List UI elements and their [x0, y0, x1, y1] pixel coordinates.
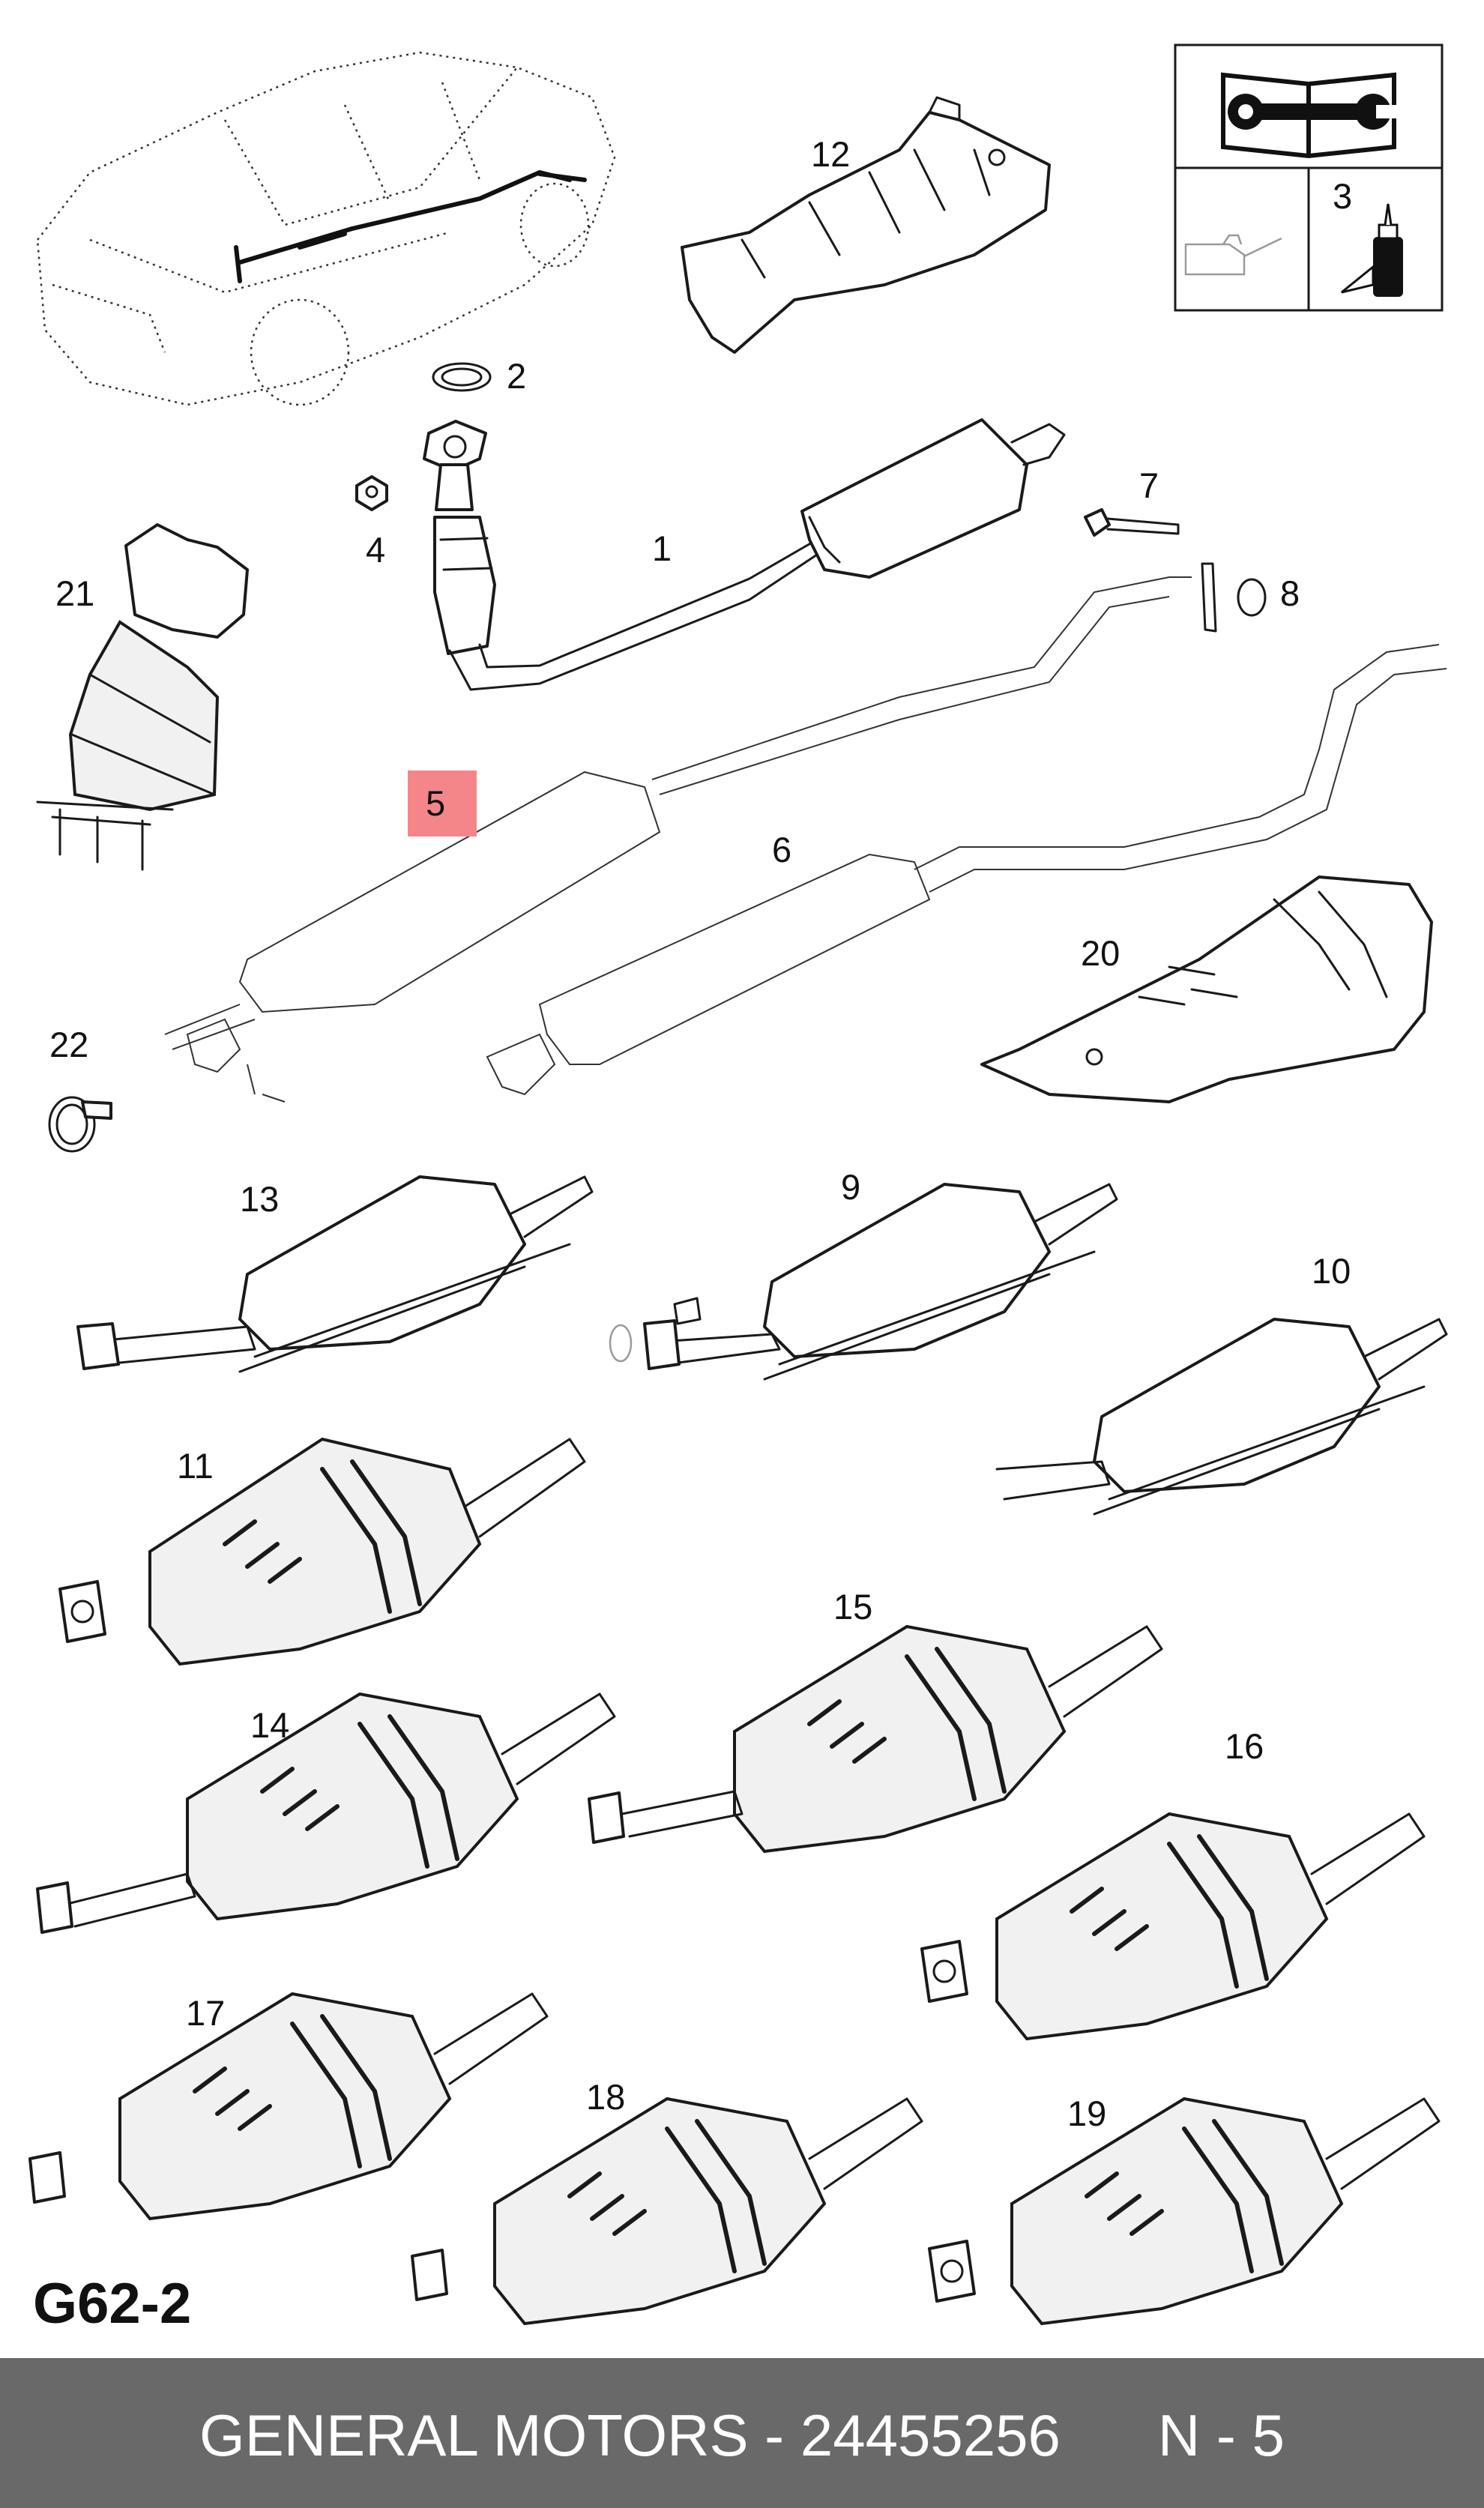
footer-page-label: N - 5 [1157, 2402, 1285, 2468]
sealant-tube-icon [1341, 203, 1403, 297]
callout-12: 12 [811, 134, 850, 174]
callout-10: 10 [1312, 1251, 1351, 1291]
rear-silencer-part-9 [609, 1183, 1118, 1381]
footer-part-number: 24455256 [800, 2402, 1061, 2468]
rear-silencer-part-14 [36, 1692, 616, 1934]
callout-6: 6 [772, 830, 791, 869]
callout-8: 8 [1280, 573, 1300, 613]
footer-gap [1061, 2402, 1158, 2468]
callout-21: 21 [55, 573, 94, 613]
flange-part-7-8 [1201, 562, 1267, 633]
callout-11: 11 [177, 1446, 214, 1486]
front-pipe-part-1 [423, 418, 1066, 691]
oil-can-icon [1184, 234, 1282, 276]
centre-silencer-part-5 [164, 576, 1192, 1103]
callout-14: 14 [250, 1705, 289, 1745]
nut-part-4 [355, 475, 388, 511]
bolt-part-7 [1084, 508, 1180, 537]
centre-silencer-part-6 [486, 644, 1447, 1096]
callout-22: 22 [49, 1025, 88, 1064]
callout-5: 5 [426, 783, 445, 823]
ring-part-8 [1237, 578, 1267, 617]
footer-brand: GENERAL MOTORS [199, 2402, 749, 2468]
footer-separator: - [748, 2402, 800, 2468]
footer-bar: GENERAL MOTORS - 24455256 N - 5 [0, 2358, 1484, 2508]
callout-20: 20 [1081, 933, 1120, 973]
rear-silencer-part-19 [928, 2096, 1441, 2326]
sheet-id-label: G62-2 [33, 2272, 192, 2336]
repair-manual-wrench-icon [1221, 72, 1399, 159]
manifold-catalyst-part-21 [36, 523, 249, 871]
callout-1: 1 [652, 528, 672, 568]
rear-silencer-part-17 [28, 1992, 549, 2221]
callout-9: 9 [841, 1167, 860, 1207]
heat-shield-part-12 [681, 96, 1051, 354]
rear-silencer-part-18 [411, 2096, 923, 2326]
callout-2: 2 [507, 356, 526, 396]
rear-silencer-part-11 [58, 1437, 586, 1666]
callout-4: 4 [366, 530, 385, 570]
rear-silencer-part-16 [920, 1812, 1426, 2041]
heat-shield-part-20 [980, 875, 1433, 1103]
rear-silencer-part-10 [995, 1318, 1448, 1516]
rear-silencer-part-13 [76, 1175, 594, 1373]
callout-15: 15 [833, 1587, 872, 1627]
callout-18: 18 [586, 2077, 625, 2117]
gasket-part-2 [432, 362, 492, 392]
highlight-box-part-5 [408, 771, 477, 836]
car-illustration [36, 51, 616, 406]
callout-13: 13 [240, 1179, 279, 1219]
clamp-part-22 [48, 1096, 112, 1153]
callout-17: 17 [186, 1993, 225, 2033]
footer-caption: GENERAL MOTORS - 24455256 N - 5 [0, 2402, 1484, 2470]
rear-silencer-part-15 [588, 1624, 1163, 1854]
callout-7: 7 [1139, 465, 1159, 505]
legend-box: 3 [1174, 43, 1444, 312]
callout-19: 19 [1067, 2093, 1106, 2133]
callout-16: 16 [1225, 1726, 1264, 1766]
callout-3: 3 [1333, 176, 1352, 216]
